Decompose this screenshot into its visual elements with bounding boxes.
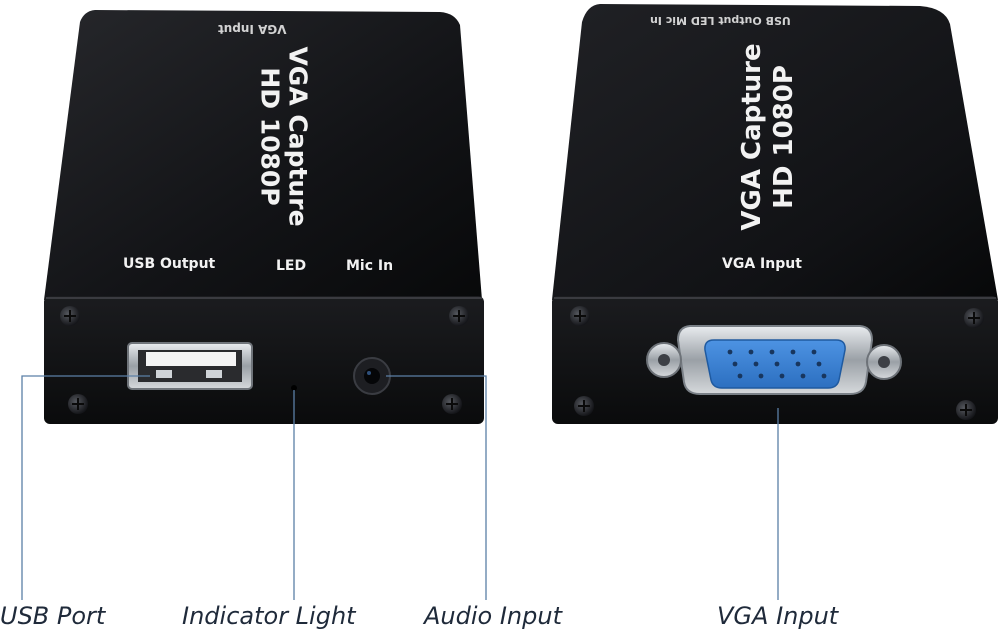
usb-port [127,342,253,390]
callout-audio-input: Audio Input [424,602,562,630]
left-top-mirrored-label: VGA Input [218,22,287,36]
left-screw-bottom-right [442,394,462,414]
callout-lines [21,375,779,600]
audio-callout-line [386,375,487,600]
right-title-line2: HD 1080P [769,65,799,209]
left-device-front-face [44,296,484,424]
left-label-mic-in: Mic In [346,258,394,274]
callout-indicator-light: Indicator Light [182,602,356,630]
left-title-line1: VGA Capture [283,46,313,227]
right-screw-top-right [964,308,984,328]
left-screw-top-right [449,306,469,326]
vga-pins [727,349,827,379]
right-label-vga-input: VGA Input [722,256,802,272]
usb-callout-line [21,375,150,600]
right-device [552,4,998,424]
right-device-top [552,4,998,300]
left-device-top [44,10,482,300]
right-title-line1: VGA Capture [737,43,767,231]
right-screw-bottom-left [574,396,594,416]
left-label-usb-output: USB Output [123,256,216,272]
callout-vga-input: VGA Input [717,602,839,630]
vga-screw-right [866,344,902,380]
left-screw-top-left [60,306,80,326]
vga-screw-left [646,342,682,378]
right-screw-bottom-right [956,400,976,420]
callout-usb-port: USB Port [0,602,106,630]
led-hole [291,385,297,391]
left-title-line2: HD 1080P [255,67,285,206]
left-screw-bottom-left [68,394,88,414]
vga-connector [646,325,902,395]
mic-jack [353,357,391,395]
right-top-mirrored-label: USB Output LED Mic In [650,14,791,27]
right-screw-top-left [570,306,590,326]
left-label-led: LED [276,258,307,274]
left-device [44,10,484,424]
